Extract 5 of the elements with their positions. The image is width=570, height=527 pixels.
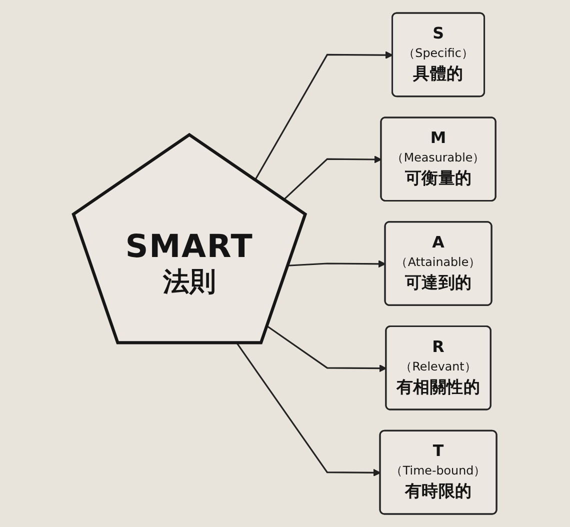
arrow [254, 51, 394, 180]
arrow [283, 156, 382, 200]
arrow [266, 325, 387, 372]
arrow [288, 260, 386, 268]
arrow [236, 342, 381, 477]
